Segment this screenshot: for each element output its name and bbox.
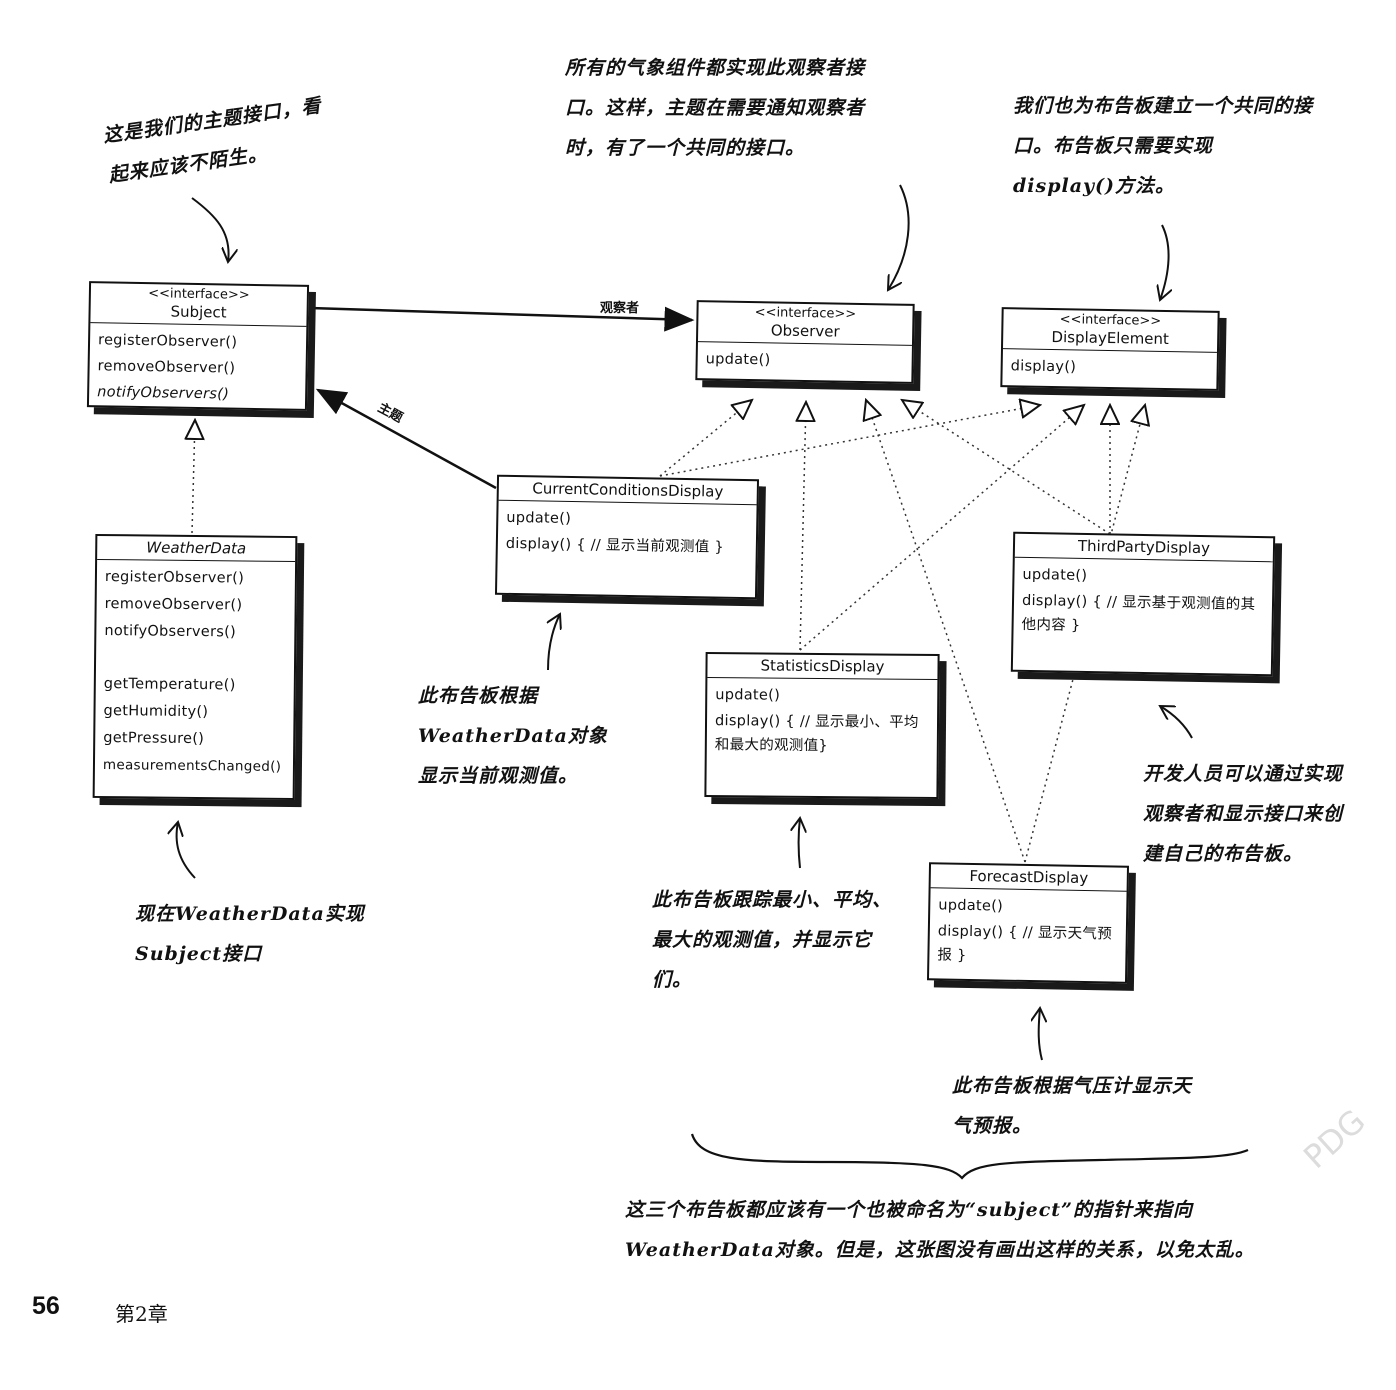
statistics-box: StatisticsDisplay update() display() { /…	[704, 651, 940, 800]
statistics-method: display() { // 显示最小、平均和最大的观测值}	[714, 713, 919, 755]
weather-data-name: WeatherData	[146, 538, 247, 558]
statistics-note: 此布告板跟踪最小、平均、最大的观测值，并显示它们。	[652, 889, 893, 991]
subject-method: registerObserver()	[97, 332, 238, 351]
arrow-to-current	[548, 614, 560, 671]
third-party-note: 开发人员可以通过实现观察者和显示接口来创建自己的布告板。	[1143, 763, 1344, 865]
current-conditions-name: CurrentConditionsDisplay	[532, 479, 724, 501]
forecast-header: ForecastDisplay	[930, 864, 1127, 892]
bottom-note: 这三个布告板都应该有一个也被命名为“subject”的指针来指向WeatherD…	[625, 1199, 1255, 1261]
weather-data-method: getHumidity()	[103, 703, 209, 721]
subject-name: Subject	[170, 302, 227, 322]
current-conditions-note: 此布告板根据WeatherData对象显示当前观测值。	[418, 685, 608, 787]
weather-data-note: 现在WeatherData实现Subject接口	[135, 903, 365, 965]
bottom-brace	[690, 1133, 1249, 1180]
chapter-label: 第2章	[115, 1302, 168, 1326]
arrow-to-forecast	[1039, 1008, 1042, 1061]
display-element-method: display()	[1010, 358, 1077, 376]
thirdparty-realizes-observer	[902, 400, 1111, 535]
forecast-note: 此布告板根据气压计显示天气预报。	[952, 1075, 1193, 1137]
subject-method: notifyObservers()	[97, 384, 230, 403]
observer-method: update()	[705, 351, 771, 369]
forecast-method: update()	[938, 897, 1004, 915]
weather-data-method: registerObserver()	[104, 569, 245, 587]
subject-method: removeObserver()	[97, 358, 236, 377]
forecast-realizes-display	[1024, 405, 1145, 863]
weather-data-method: measurementsChanged()	[102, 757, 282, 775]
weather-data-header: WeatherData	[97, 535, 296, 563]
current-conditions-method: update()	[506, 509, 572, 528]
arrow-to-thirdparty	[1160, 706, 1193, 739]
current-realizes-observer	[659, 400, 752, 477]
subject-interface-box: <<interface>> Subject registerObserver()…	[86, 281, 310, 411]
third-party-method: display() { // 显示基于观测值的其他内容 }	[1021, 592, 1256, 634]
weather-data-method: getTemperature()	[103, 676, 236, 694]
observer-interface-box: <<interface>> Observer update()	[695, 300, 915, 384]
display-element-name: DisplayElement	[1051, 327, 1170, 349]
statistics-name: StatisticsDisplay	[760, 656, 885, 676]
statistics-realizes-observer	[800, 402, 806, 651]
arrow-to-observer	[888, 184, 910, 290]
forecast-name: ForecastDisplay	[969, 866, 1089, 888]
third-party-method: update()	[1022, 566, 1088, 585]
arrow-to-subject	[191, 197, 229, 262]
current-conditions-box: CurrentConditionsDisplay update() displa…	[494, 474, 760, 600]
current-realizes-display	[659, 405, 1040, 477]
arrow-to-weatherdata	[177, 822, 196, 879]
display-subject-association	[315, 388, 497, 490]
subject-header: <<interface>> Subject	[90, 283, 308, 327]
arrow-to-statistics	[799, 818, 801, 869]
page-number: 56	[32, 1292, 60, 1320]
statistics-method: update()	[715, 687, 781, 704]
current-conditions-method: display() { // 显示当前观测值 }	[505, 535, 725, 556]
third-party-name: ThirdPartyDisplay	[1077, 536, 1211, 558]
display-element-interface-box: <<interface>> DisplayElement display()	[1000, 307, 1220, 391]
forecast-method: display() { // 显示天气预报 }	[937, 923, 1113, 964]
observers-label: 观察者	[600, 301, 640, 316]
observer-interface-note: 所有的气象组件都实现此观察者接口。这样，主题在需要通知观察者时，有了一个共同的接…	[565, 57, 866, 159]
observer-name: Observer	[770, 321, 840, 341]
weather-data-method: getPressure()	[103, 730, 205, 748]
weather-data-method: notifyObservers()	[104, 623, 237, 641]
display-interface-note: 我们也为布告板建立一个共同的接口。布告板只需要实现display()方法。	[1013, 95, 1314, 197]
display-element-header: <<interface>> DisplayElement	[1002, 309, 1218, 353]
statistics-header: StatisticsDisplay	[707, 653, 938, 681]
weatherdata-realizes-subject	[192, 420, 195, 534]
subject-observer-association	[309, 306, 695, 332]
weather-data-box: WeatherData registerObserver() removeObs…	[92, 533, 298, 801]
weather-data-method: removeObserver()	[104, 596, 243, 614]
statistics-realizes-display	[799, 405, 1084, 651]
third-party-box: ThirdPartyDisplay update() display() { /…	[1010, 531, 1276, 677]
forecast-box: ForecastDisplay update() display() { // …	[926, 862, 1130, 984]
arrow-to-display	[1160, 224, 1169, 300]
observer-header: <<interface>> Observer	[697, 302, 913, 346]
